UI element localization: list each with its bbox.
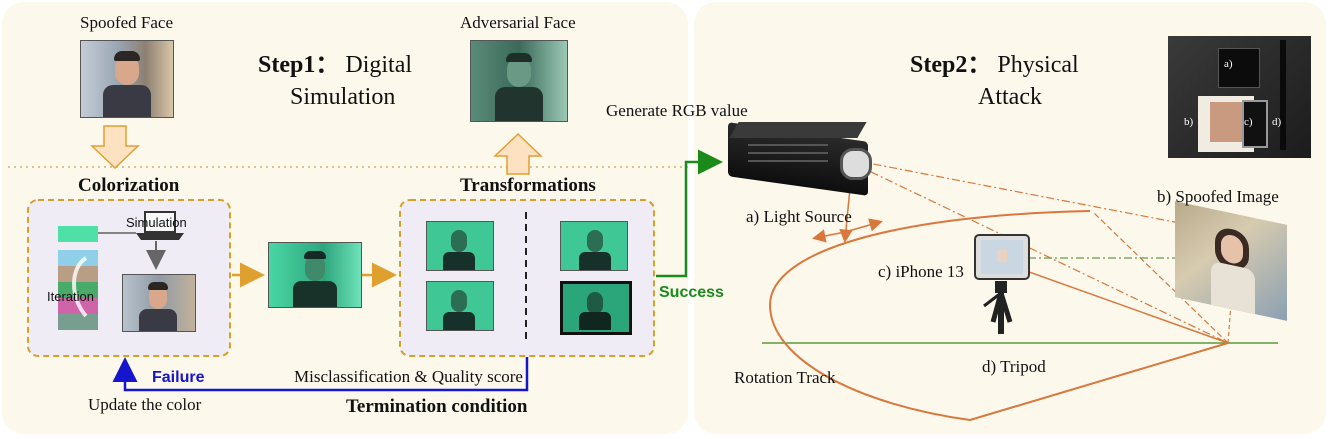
success-label: Success [659,284,724,301]
inset-label-d: d) [1272,116,1282,128]
transform-thumb-4 [560,281,632,335]
tripod-label: d) Tripod [982,357,1046,376]
adversarial-face-mid [268,242,362,308]
rotation-track-label: Rotation Track [734,368,836,387]
transformations-label: Transformations [460,175,596,196]
failure-label: Failure [152,369,205,386]
rotation-track [768,210,1229,422]
simulation-label: Simulation [126,215,187,230]
transform-thumb-1 [426,221,494,271]
termination-label: Termination condition [346,396,528,417]
light-source-label: a) Light Source [746,207,852,226]
colorized-face-small [122,274,196,332]
step1-title-line2: Simulation [290,84,396,110]
inset-label-a: a) [1224,58,1233,70]
update-color-label: Update the color [88,395,202,414]
equipment-inset-photo: a) b) c) d) [1168,36,1311,158]
projector-image [728,118,878,196]
adversarial-face-label: Adversarial Face [460,13,576,32]
step1-title-line1-prefix: Step1： [258,52,340,78]
adversarial-face-image [470,40,568,122]
transform-thumb-2 [426,281,494,331]
colorization-label: Colorization [78,175,180,196]
step2-title-line1-prefix: Step2： [910,52,992,78]
iphone-label: c) iPhone 13 [878,262,964,281]
step2-title-line2: Attack [978,84,1042,110]
up-hollow-arrow [493,132,543,175]
transform-thumb-3 [560,221,628,271]
iteration-label: Iteration [47,289,94,304]
step1-title-line1: Step1： Digital [258,52,413,78]
spoofed-image-label: b) Spoofed Image [1157,187,1279,206]
inset-label-b: b) [1184,116,1194,128]
spoofed-face-image [80,40,174,118]
step2-title-line1: Step2： Physical [910,52,1079,78]
down-hollow-arrow [90,125,140,170]
spoofed-face-label: Spoofed Face [80,13,174,32]
misclassification-label: Misclassification & Quality score [294,367,523,386]
generate-rgb-label: Generate RGB value [606,101,748,120]
inset-label-c: c) [1244,116,1253,128]
